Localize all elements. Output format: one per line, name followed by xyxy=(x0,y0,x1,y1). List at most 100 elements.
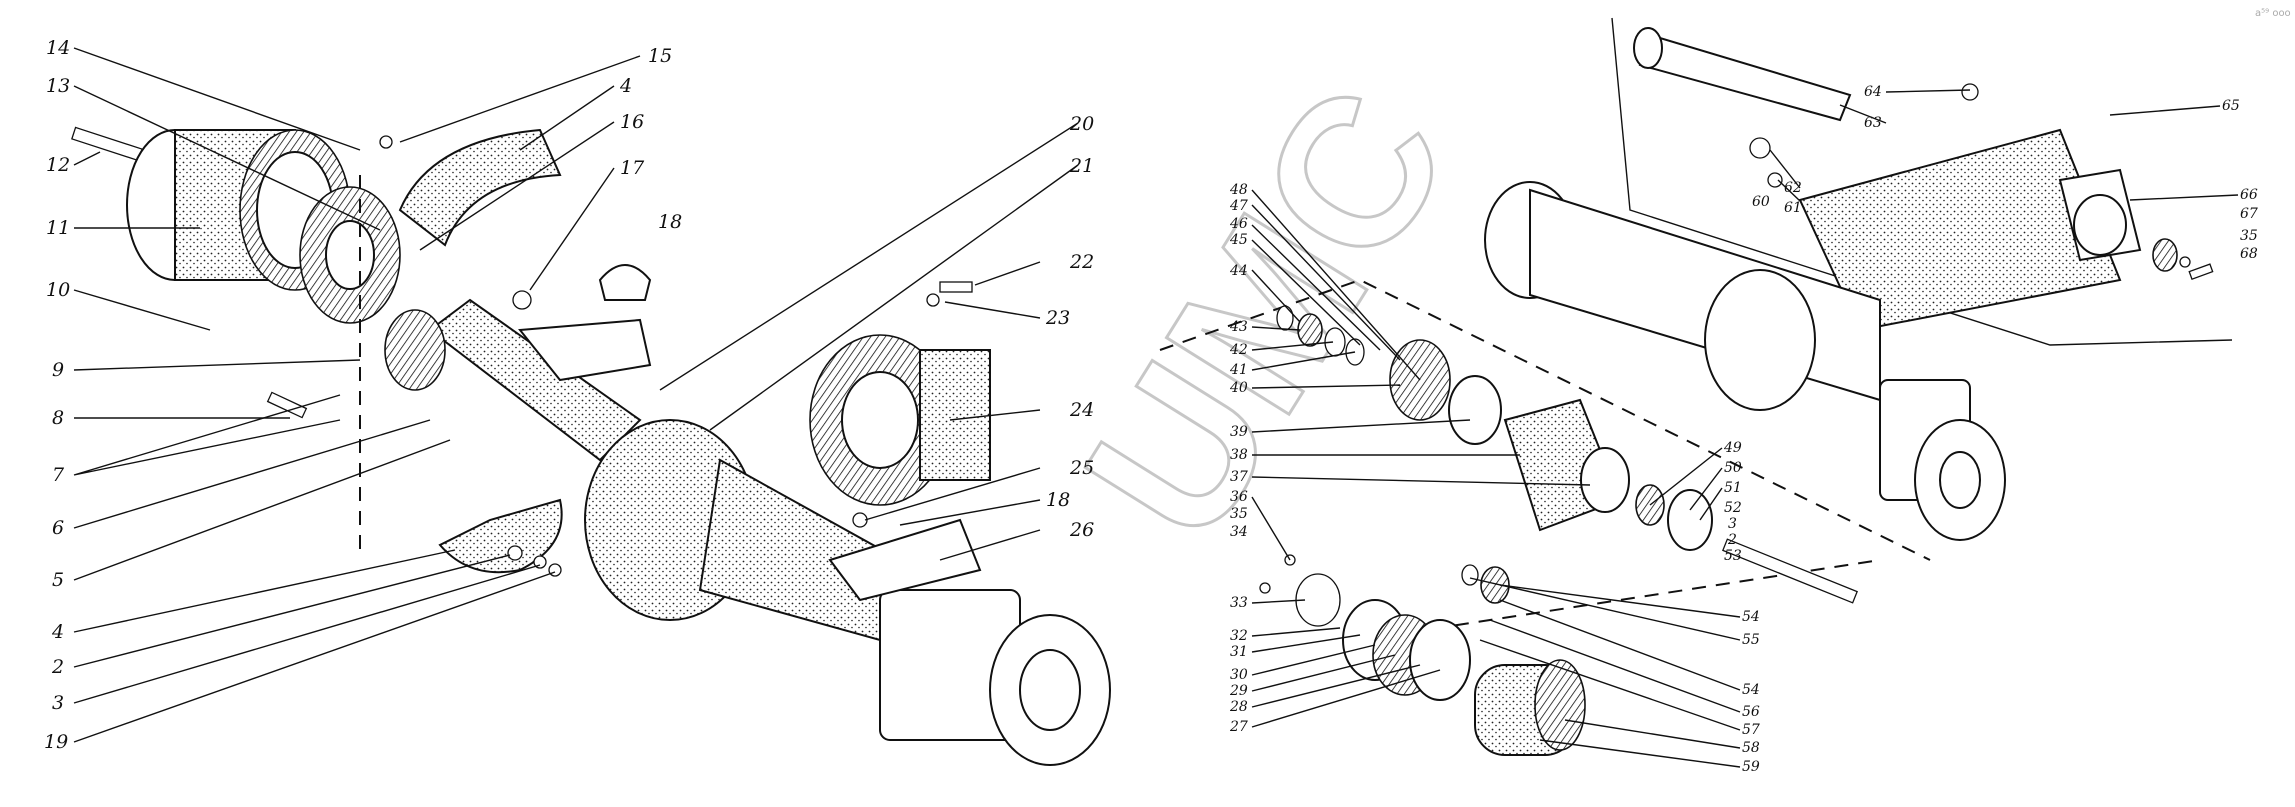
label-54a: 54 xyxy=(1742,609,1760,625)
bolt-8 xyxy=(266,391,308,419)
label-47: 47 xyxy=(1229,198,1248,214)
breather-17 xyxy=(512,290,532,310)
brake-shield-4-top xyxy=(398,128,562,247)
shaft-end-63 xyxy=(1633,27,1663,69)
washer-54 xyxy=(1461,564,1479,586)
label-4b: 4 xyxy=(619,75,632,97)
label-18a: 18 xyxy=(658,211,682,233)
label-48: 48 xyxy=(1229,182,1248,198)
label-19: 19 xyxy=(44,731,68,753)
label-3b: 3 xyxy=(1728,516,1737,532)
label-11: 11 xyxy=(46,217,70,239)
label-58: 58 xyxy=(1742,740,1760,756)
bearing-55 xyxy=(1480,566,1510,604)
grease-nipple-64 xyxy=(1961,83,1979,101)
bolt-68 xyxy=(2188,263,2214,281)
label-2: 2 xyxy=(51,656,64,678)
label-28: 28 xyxy=(1229,699,1248,715)
label-51: 51 xyxy=(1724,480,1742,496)
label-31: 31 xyxy=(1230,644,1248,660)
label-60: 60 xyxy=(1752,194,1770,210)
label-45: 45 xyxy=(1229,232,1248,248)
label-65: 65 xyxy=(2222,98,2240,114)
label-40: 40 xyxy=(1229,380,1248,396)
bearing-9 xyxy=(384,309,446,391)
label-41: 41 xyxy=(1229,362,1248,378)
right-leaders xyxy=(1251,89,2239,768)
label-10: 10 xyxy=(46,279,70,301)
label-63: 63 xyxy=(1864,115,1882,131)
label-3: 3 xyxy=(52,692,64,714)
drive-shaft-63 xyxy=(1638,33,1852,122)
label-27: 27 xyxy=(1229,719,1248,735)
shaft-53 xyxy=(1722,538,1858,604)
exploded-frame xyxy=(1159,278,1931,561)
bolt-14 xyxy=(379,135,393,149)
label-29: 29 xyxy=(1229,683,1248,699)
label-26: 26 xyxy=(1069,519,1094,541)
label-55: 55 xyxy=(1742,632,1760,648)
label-15: 15 xyxy=(648,45,672,67)
label-54b: 54 xyxy=(1742,682,1760,698)
label-53: 53 xyxy=(1724,548,1742,564)
label-37: 37 xyxy=(1230,469,1248,485)
label-33: 33 xyxy=(1230,595,1248,611)
watermark-text: UMC xyxy=(1040,48,1493,578)
left-labels: 14 13 12 11 10 9 8 7 6 5 4 2 3 19 15 4 1… xyxy=(44,37,1094,753)
label-52: 52 xyxy=(1724,500,1742,516)
rear-axle-overview xyxy=(1484,181,2006,541)
label-44: 44 xyxy=(1229,263,1248,279)
hub-27 xyxy=(1409,619,1471,701)
label-49: 49 xyxy=(1723,440,1742,456)
label-22: 22 xyxy=(1069,251,1094,273)
label-14: 14 xyxy=(46,37,70,59)
label-8: 8 xyxy=(52,407,64,429)
washer-3 xyxy=(533,555,547,569)
label-34: 34 xyxy=(1230,524,1248,540)
label-9: 9 xyxy=(52,359,64,381)
label-36: 36 xyxy=(1230,489,1248,505)
label-7: 7 xyxy=(52,464,65,486)
left-assembly xyxy=(71,126,1111,766)
right-labels: 48 47 46 45 44 43 42 41 40 39 38 37 36 3… xyxy=(1229,84,2258,775)
seal-44 xyxy=(1276,305,1294,331)
label-64: 64 xyxy=(1864,84,1882,100)
label-17: 17 xyxy=(620,157,645,179)
label-59: 59 xyxy=(1742,759,1760,775)
gear-ring-59 xyxy=(1534,659,1586,751)
label-50: 50 xyxy=(1724,460,1742,476)
plug-62 xyxy=(1749,137,1771,159)
axle-beam-left xyxy=(428,298,642,462)
label-12: 12 xyxy=(46,154,70,176)
label-67: 67 xyxy=(2240,206,2258,222)
label-62: 62 xyxy=(1784,180,1802,196)
hub-39 xyxy=(1448,375,1502,445)
label-57: 57 xyxy=(1742,722,1760,738)
label-5: 5 xyxy=(52,569,64,591)
differential-24 xyxy=(809,334,991,506)
left-leaders xyxy=(73,47,1079,743)
label-2b: 2 xyxy=(1727,532,1737,548)
washer-35b xyxy=(2179,256,2191,268)
label-56: 56 xyxy=(1742,704,1760,720)
stud-12 xyxy=(71,126,143,162)
label-35b: 35 xyxy=(2240,228,2258,244)
label-25: 25 xyxy=(1069,457,1094,479)
label-6: 6 xyxy=(52,517,64,539)
bolt-34 xyxy=(1259,582,1271,594)
bolt-22 xyxy=(939,281,973,293)
plug-25 xyxy=(852,512,868,528)
label-30: 30 xyxy=(1230,667,1248,683)
cover-67 xyxy=(2152,238,2178,272)
label-66: 66 xyxy=(2240,187,2258,203)
nipple-61 xyxy=(1767,172,1783,188)
label-38: 38 xyxy=(1230,447,1248,463)
label-43: 43 xyxy=(1229,319,1248,335)
spring-bracket-right xyxy=(828,518,982,602)
brake-shield-4-bottom xyxy=(438,498,563,574)
wheel-hub-right xyxy=(879,589,1111,766)
washer-23 xyxy=(926,293,940,307)
label-16: 16 xyxy=(620,111,644,133)
spring-bracket-left xyxy=(518,318,652,382)
label-21: 21 xyxy=(1069,155,1094,177)
